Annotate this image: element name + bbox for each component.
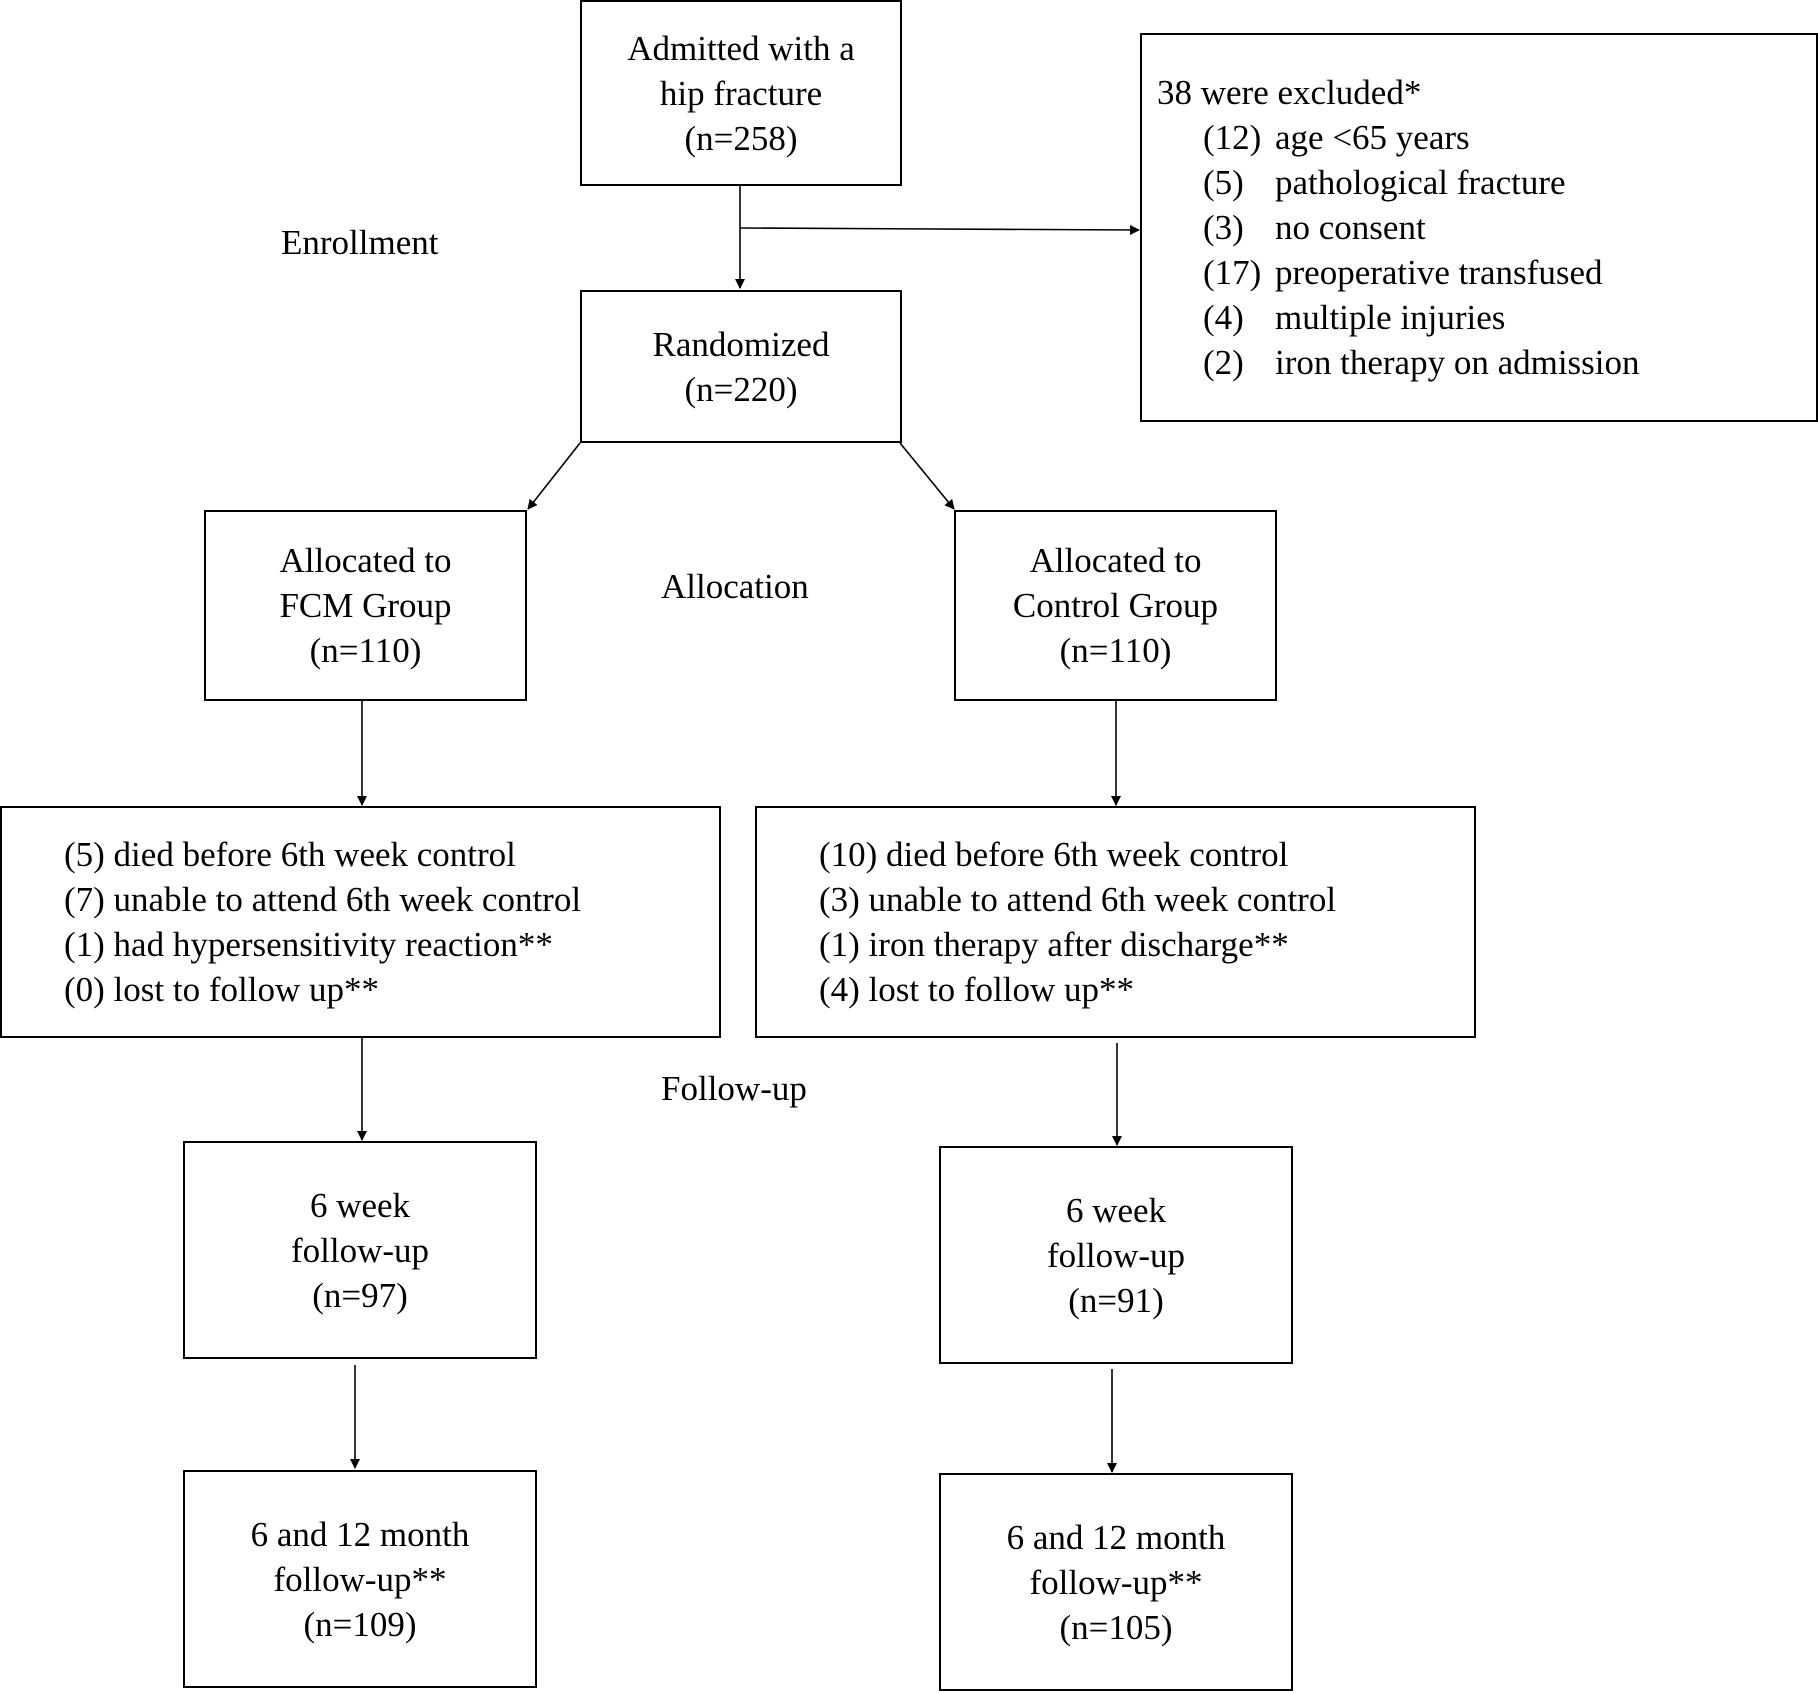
arrow-randomized-to-control (899, 442, 955, 510)
excluded-item-count: (5) (1203, 163, 1244, 202)
excluded-item-reason: pathological fracture (1275, 163, 1566, 202)
fcm-week6-box: 6 week follow-up (n=97) (183, 1141, 537, 1359)
control-month-box: 6 and 12 month follow-up** (n=105) (939, 1473, 1293, 1691)
excluded-item: (5) pathological fracture (1203, 160, 1816, 205)
arrow-randomized-to-fcm (527, 442, 581, 510)
control-losses-box: (10) died before 6th week control (3) un… (755, 806, 1476, 1038)
phase-label-enrollment: Enrollment (281, 223, 439, 262)
fcm-allocated-line-1: Allocated to (279, 541, 452, 580)
fcm-month-box: 6 and 12 month follow-up** (n=109) (183, 1470, 537, 1688)
fcm-allocated-line-3: (n=110) (309, 631, 422, 670)
phase-label-followup: Follow-up (661, 1069, 807, 1108)
fcm-week6-line-3: (n=97) (312, 1275, 408, 1315)
fcm-allocated-box: Allocated to FCM Group (n=110) (204, 510, 527, 701)
control-allocated-box: Allocated to Control Group (n=110) (954, 510, 1277, 701)
excluded-item-count: (3) (1203, 208, 1244, 247)
excluded-item: (2) iron therapy on admission (1203, 340, 1816, 385)
excluded-item: (17) preoperative transfused (1203, 250, 1816, 295)
excluded-item: (3) no consent (1203, 205, 1816, 250)
excluded-item-count: (17) (1203, 253, 1262, 292)
excluded-item-count: (12) (1203, 118, 1262, 157)
fcm-week6-line-1: 6 week (309, 1185, 411, 1225)
control-loss-item: (10) died before 6th week control (819, 835, 1289, 874)
control-week6-box: 6 week follow-up (n=91) (939, 1146, 1293, 1364)
control-allocated-line-1: Allocated to (1029, 541, 1202, 580)
excluded-list: (12) age <65 years (5) pathological fractu… (1157, 115, 1816, 385)
control-week6-line-2: follow-up (1046, 1235, 1186, 1275)
randomized-line-2: (n=220) (684, 369, 798, 409)
admitted-line-3: (n=258) (684, 118, 798, 158)
excluded-item-reason: age <65 years (1275, 118, 1470, 157)
randomized-box: Randomized (n=220) (580, 290, 902, 443)
phase-label-allocation: Allocation (661, 567, 809, 606)
admitted-line-2: hip fracture (659, 73, 823, 113)
control-month-line-1: 6 and 12 month (1006, 1517, 1226, 1557)
control-month-line-3: (n=105) (1059, 1607, 1173, 1647)
fcm-losses-box: (5) died before 6th week control (7) una… (0, 806, 721, 1038)
excluded-heading: 38 were excluded* (1157, 73, 1422, 112)
fcm-loss-item: (0) lost to follow up** (64, 970, 379, 1009)
admitted-box: Admitted with a hip fracture (n=258) (580, 0, 902, 186)
excluded-item-count: (2) (1203, 343, 1244, 382)
control-loss-item: (4) lost to follow up** (819, 970, 1134, 1009)
fcm-loss-item: (7) unable to attend 6th week control (64, 880, 582, 919)
excluded-item-reason: no consent (1275, 208, 1426, 247)
excluded-item: (12) age <65 years (1203, 115, 1816, 160)
fcm-loss-item: (1) had hypersensitivity reaction** (64, 925, 553, 964)
control-month-line-2: follow-up** (1029, 1562, 1203, 1602)
control-allocated-line-3: (n=110) (1059, 631, 1172, 670)
randomized-line-1: Randomized (652, 324, 830, 364)
fcm-allocated-line-2: FCM Group (279, 586, 452, 625)
fcm-week6-line-2: follow-up (290, 1230, 430, 1270)
fcm-loss-item: (5) died before 6th week control (64, 835, 516, 874)
excluded-box: 38 were excluded* (12) age <65 years (5) p… (1140, 33, 1818, 422)
fcm-month-line-2: follow-up** (273, 1559, 447, 1599)
fcm-month-line-3: (n=109) (303, 1604, 417, 1644)
control-allocated-line-2: Control Group (1012, 586, 1219, 625)
control-week6-line-3: (n=91) (1068, 1280, 1164, 1320)
control-loss-item: (1) iron therapy after discharge** (819, 925, 1289, 964)
arrow-to-excluded (739, 224, 1140, 235)
excluded-item-reason: iron therapy on admission (1275, 343, 1640, 382)
control-week6-line-1: 6 week (1065, 1190, 1167, 1230)
admitted-line-1: Admitted with a (627, 28, 855, 68)
excluded-item: (4) multiple injuries (1203, 295, 1816, 340)
excluded-item-count: (4) (1203, 298, 1244, 337)
control-loss-item: (3) unable to attend 6th week control (819, 880, 1337, 919)
fcm-month-line-1: 6 and 12 month (250, 1514, 470, 1554)
excluded-item-reason: multiple injuries (1275, 298, 1506, 337)
excluded-item-reason: preoperative transfused (1275, 253, 1603, 292)
